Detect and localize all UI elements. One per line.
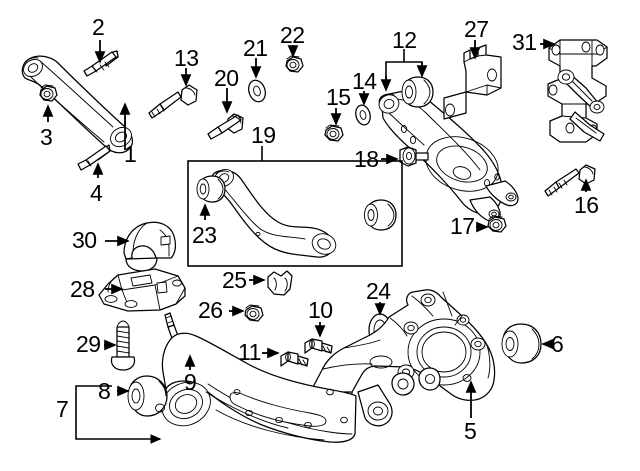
part-lateral-link [21,55,134,154]
part-flange-nut-15 [324,124,344,142]
callout-23[interactable]: 23 [192,222,217,248]
part-bolt-18 [399,146,429,167]
part-park-brake-bracket-31 [547,39,608,143]
callout-25[interactable]: 25 [222,267,247,293]
callout-31[interactable]: 31 [512,29,537,55]
detail-box-19-frame [187,160,403,267]
callout-28[interactable]: 28 [70,276,95,302]
callout-14[interactable]: 14 [352,68,377,94]
callout-9[interactable]: 9 [184,369,197,395]
part-stud-bolt-29 [110,320,136,371]
bushing-23 [196,175,226,203]
leader-lines [42,38,592,444]
callout-12[interactable]: 12 [392,27,417,53]
part-trailing-arm-bushing-8 [127,375,168,417]
part-steering-knuckle-5 [311,289,496,438]
part-eccentric-bolt-13 [148,84,198,119]
callout-29[interactable]: 29 [76,331,101,357]
callout-5[interactable]: 5 [464,418,477,444]
part-bracket-28 [98,268,186,312]
callout-20[interactable]: 20 [214,65,239,91]
part-jounce-bumper-30 [123,221,177,272]
part-knuckle-bushing-6 [501,323,542,364]
callout-27[interactable]: 27 [464,16,489,42]
callout-19[interactable]: 19 [251,122,276,148]
bushing-12-right [401,76,434,108]
callout-17[interactable]: 17 [450,213,475,239]
part-bolt-11 [280,351,309,367]
callout-30[interactable]: 30 [72,227,97,253]
callout-10[interactable]: 10 [308,297,333,323]
callout-11[interactable]: 11 [238,339,261,365]
part-flange-nut-3 [39,84,58,102]
part-bolt-10 [304,338,333,354]
callout-2[interactable]: 2 [92,14,105,40]
callout-18[interactable]: 18 [354,146,379,172]
callout-4[interactable]: 4 [90,180,103,206]
callout-22[interactable]: 22 [280,22,305,48]
callout-3[interactable]: 3 [40,124,53,150]
part-trailing-arm-7 [161,332,357,443]
callout-6[interactable]: 6 [551,331,564,357]
part-nut-22 [285,55,304,73]
callout-16[interactable]: 16 [574,192,599,218]
part-flange-nut-17 [487,215,507,233]
part-lower-control-arm-12 [378,76,519,222]
part-washer-14 [355,104,371,126]
callout-21[interactable]: 21 [243,35,268,61]
callout-1[interactable]: 1 [124,141,137,167]
part-clip-bracket-25 [267,270,293,296]
callout-8[interactable]: 8 [98,378,111,404]
callout-15[interactable]: 15 [326,84,351,110]
part-flange-bolt-4 [77,144,111,171]
part-bolt-20 [207,113,244,140]
callout-24[interactable]: 24 [366,278,391,304]
callout-26[interactable]: 26 [198,297,223,323]
part-washer-21 [248,79,266,103]
callout-7[interactable]: 7 [56,396,69,422]
callout-13[interactable]: 13 [174,45,199,71]
part-flange-bolt-upper [83,50,119,77]
part-mount-bracket-27 [443,44,502,120]
inset-19-contents [196,169,397,258]
part-flange-nut-26 [244,304,264,322]
bushing-19-right [364,199,397,231]
